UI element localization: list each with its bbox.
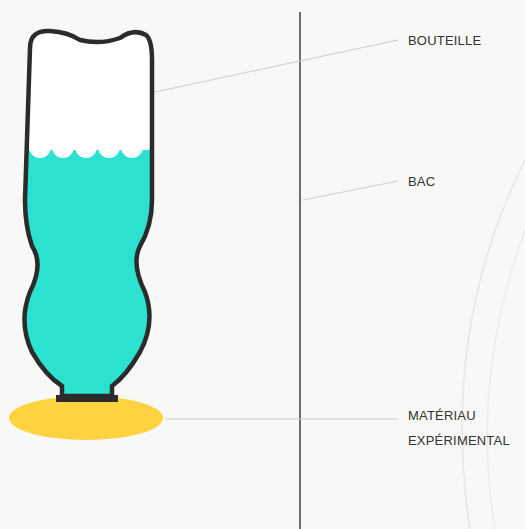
part-label: MATÉRIAU EXPÉRIMENTAL <box>408 403 520 453</box>
bottle-cap <box>56 395 118 402</box>
leader-line <box>165 419 398 420</box>
background-arc <box>487 230 525 529</box>
experimental-material <box>9 396 163 440</box>
leader-line <box>155 40 398 92</box>
bottle-outline <box>24 31 152 396</box>
part-label: BOUTEILLE <box>408 28 520 53</box>
leader-line <box>303 181 398 200</box>
water <box>0 0 200 410</box>
background-arc <box>462 160 525 529</box>
part-label: BAC <box>408 169 520 194</box>
tank-wall <box>299 12 300 529</box>
